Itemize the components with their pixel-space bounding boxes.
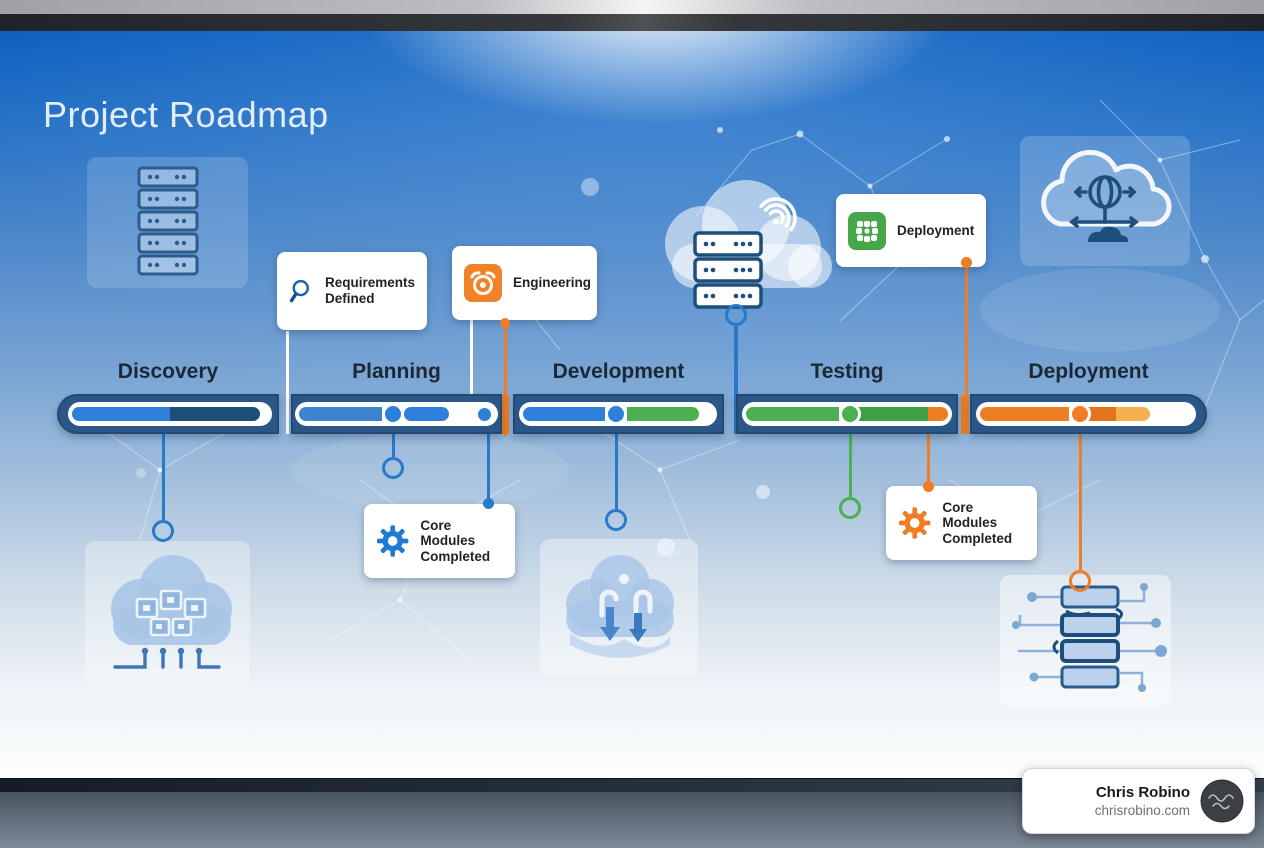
progress-segment <box>299 407 382 421</box>
presenter-name: Chris Robino <box>1095 784 1190 801</box>
connector-core-blue-line <box>486 420 490 504</box>
page-title: Project Roadmap <box>43 94 329 135</box>
connector-core-orange-line <box>926 434 930 487</box>
flowchart-stack-icon <box>1012 583 1167 692</box>
callout-label: Completed <box>942 530 1013 546</box>
progress-segment <box>928 407 948 421</box>
timeline-bar-planning <box>291 394 502 434</box>
connector-engineering-orange-line <box>503 324 507 436</box>
connector-dot <box>500 318 510 328</box>
progress-segment <box>72 407 170 421</box>
progress-segment <box>850 407 928 421</box>
decor-panel-deployment <box>1020 136 1190 266</box>
camera-timer-icon <box>464 264 502 302</box>
gear-icon <box>898 505 932 541</box>
monitor-bezel-top-dark <box>0 14 1264 31</box>
timeline-bar-discovery <box>57 394 279 434</box>
avatar-logo <box>1200 779 1244 823</box>
connector-deployment-gap-marker <box>961 395 969 434</box>
cloud-download-icon <box>566 555 674 658</box>
server-rack-icon <box>137 166 199 276</box>
milestone-ring-planning <box>382 457 404 479</box>
presenter-card: Chris Robino chrisrobino.com <box>1022 768 1255 834</box>
phase-label-development: Development <box>552 360 685 383</box>
gear-icon <box>376 523 410 559</box>
progress-track-testing <box>742 402 952 426</box>
decor-panel-bottom-left <box>85 541 250 688</box>
phase-label-deployment: Deployment <box>1028 360 1149 383</box>
connector-deployment-card-line <box>964 267 968 434</box>
connector-planning-hang-line <box>391 434 395 457</box>
callout-core-modules-blue: Core Modules Completed <box>364 504 515 578</box>
connector-dot <box>482 497 494 509</box>
connector-dot <box>922 480 934 492</box>
progress-segment <box>170 407 260 421</box>
connector-testing-hang-line <box>848 434 852 497</box>
progress-marker-testing <box>839 403 861 425</box>
callout-label: Engineering <box>513 275 592 291</box>
progress-segment <box>404 407 449 421</box>
progress-segment <box>627 407 699 421</box>
connector-engineering-white-line <box>470 320 473 404</box>
connector-deployment-hang-line <box>1078 434 1082 570</box>
progress-track-planning <box>295 402 498 426</box>
callout-core-modules-orange: Core Modules Completed <box>886 486 1037 560</box>
phase-label-discovery: Discovery <box>117 360 219 383</box>
slide-canvas: Project Roadmap <box>0 31 1264 778</box>
cloud-network-globe-icon <box>1041 149 1172 242</box>
callout-requirements-defined: Requirements Defined <box>277 252 427 330</box>
magnifier-icon <box>289 279 309 303</box>
milestone-ring-testing <box>839 497 861 519</box>
cloud-server-wifi-icon <box>665 180 832 309</box>
connector-engineering-gap-marker <box>501 395 509 434</box>
decor-panel-discovery <box>87 157 248 288</box>
cloud-chips-icon <box>111 555 232 669</box>
milestone-ring-development <box>605 509 627 531</box>
connector-dot <box>960 256 972 268</box>
progress-marker-development <box>605 403 627 425</box>
callout-label: Requirements <box>324 275 415 291</box>
timeline-bar-testing <box>736 394 958 434</box>
progress-track-discovery <box>68 402 272 426</box>
progress-segment <box>523 407 605 421</box>
progress-marker-deployment <box>1069 403 1091 425</box>
connector-discovery-hang-line <box>161 434 165 520</box>
timeline-bar-development <box>513 394 724 434</box>
phase-label-testing: Testing <box>810 360 884 383</box>
callout-label: Completed <box>420 548 491 564</box>
presenter-website: chrisrobino.com <box>1094 803 1190 818</box>
timeline-bar-deployment <box>970 394 1207 434</box>
progress-segment <box>1116 407 1150 421</box>
connector-development-hang-line <box>614 434 618 509</box>
callout-label: Core Modules <box>942 499 998 531</box>
decor-panel-bottom-center <box>540 539 698 676</box>
callout-label: Deployment <box>897 222 975 238</box>
progress-segment <box>980 407 1069 421</box>
progress-track-deployment <box>976 402 1196 426</box>
monitor-bezel-top <box>0 0 1264 14</box>
decor-panel-bottom-right <box>1000 575 1171 706</box>
phase-label-planning: Planning <box>352 360 441 383</box>
connector-requirements-line <box>285 331 289 434</box>
progress-marker-planning <box>382 403 404 425</box>
callout-label: Defined <box>324 291 375 306</box>
connector-cap <box>478 407 491 421</box>
connector-cloud-line <box>734 326 738 434</box>
callout-engineering: Engineering <box>452 246 597 320</box>
monitor-bezel-bottom <box>0 778 1264 793</box>
milestone-ring-deployment <box>1069 570 1091 592</box>
progress-track-development <box>519 402 717 426</box>
milestone-ring-cloud <box>724 304 747 326</box>
milestone-ring-discovery <box>152 520 174 542</box>
callout-deployment: Deployment <box>836 194 986 267</box>
dot-grid-icon <box>848 211 886 250</box>
callout-label: Core Modules <box>420 517 476 549</box>
progress-segment <box>746 407 839 421</box>
